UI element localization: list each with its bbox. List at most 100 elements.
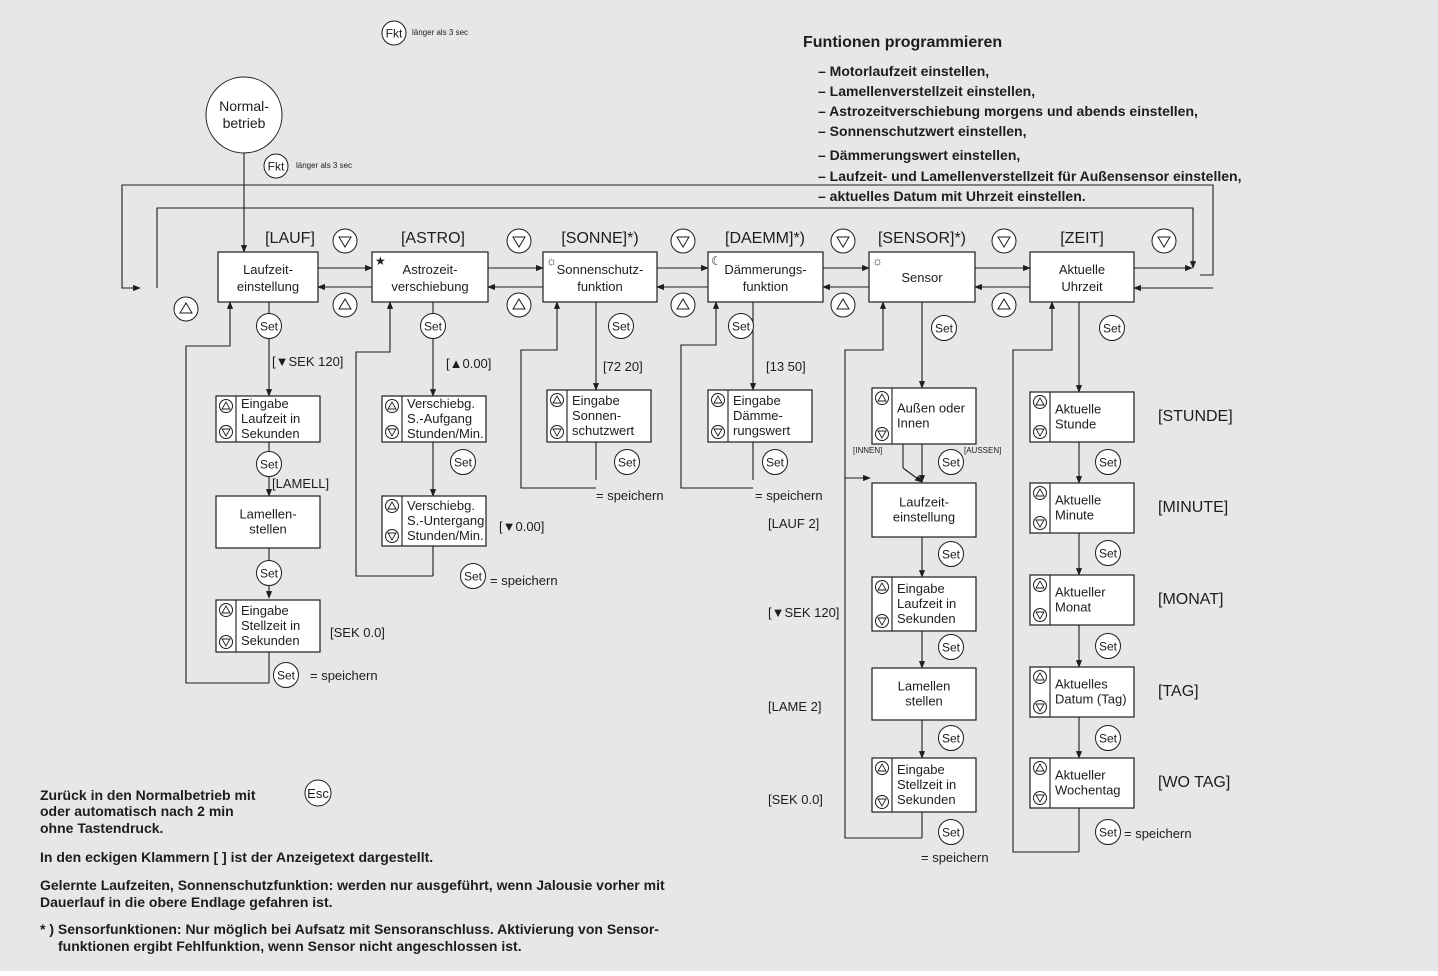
down-button-icon — [506, 228, 532, 254]
svg-text:Sekunden: Sekunden — [241, 633, 300, 648]
function-item: – Dämmerungswert einstellen, — [818, 147, 1020, 163]
svg-text:Set: Set — [260, 320, 279, 334]
notes: Zurück in den Normalbetrieb mit oder aut… — [40, 779, 665, 954]
svg-text:Set: Set — [935, 322, 954, 336]
lauf2-label: [LAUF 2] — [768, 516, 819, 531]
sensor-display-2: [▼SEK 120] — [768, 605, 839, 620]
svg-text:Aktuelles: Aktuelles — [1055, 677, 1108, 692]
svg-text:funktion: funktion — [743, 279, 789, 294]
svg-text:Set: Set — [260, 458, 279, 472]
note-back-2: oder automatisch nach 2 min — [40, 803, 234, 819]
set-button-icon: Set — [1095, 449, 1121, 475]
up-button-icon — [670, 292, 696, 318]
zeit-code: [WO TAG] — [1158, 774, 1230, 791]
note-learned-2: Dauerlauf in die obere Endlage gefahren … — [40, 894, 333, 910]
set-button-icon: Set — [1095, 540, 1121, 566]
main-row-arrows — [317, 264, 1213, 292]
svg-text:einstellung: einstellung — [893, 510, 955, 525]
down-button-icon — [830, 228, 856, 254]
down-button-icon — [670, 228, 696, 254]
svg-text:Aktueller: Aktueller — [1055, 585, 1106, 600]
svg-text:Laufzeit in: Laufzeit in — [241, 411, 300, 426]
set-button-icon: Set — [256, 560, 282, 586]
note-learned-1: Gelernte Laufzeiten, Sonnenschutzfunktio… — [40, 877, 665, 893]
lauf-column: [▼SEK 120] [LAMELL] [SEK 0.0] = speicher… — [185, 301, 385, 684]
save-label: = speichern — [310, 668, 378, 683]
svg-text:Innen: Innen — [897, 416, 930, 431]
svg-text:Dämme-: Dämme- — [733, 408, 783, 423]
menu-icon: ☾ — [711, 254, 722, 268]
fkt-top-note: länger als 3 sec — [412, 28, 468, 37]
svg-text:Lamellen-: Lamellen- — [239, 507, 296, 522]
loop-right-arrow — [156, 207, 1197, 288]
lamellen-box: Lamellen-stellen — [215, 495, 321, 549]
set-button-icon: Set — [460, 563, 486, 589]
svg-text:Set: Set — [732, 320, 751, 334]
svg-text:Set: Set — [942, 732, 961, 746]
svg-text:Stunden/Min.: Stunden/Min. — [407, 528, 484, 543]
svg-text:Eingabe: Eingabe — [897, 762, 945, 777]
sensor-display-3: [SEK 0.0] — [768, 792, 823, 807]
set-button-icon: Set — [256, 451, 282, 477]
svg-text:Set: Set — [424, 320, 443, 334]
up-button-icon — [173, 296, 199, 322]
svg-text:Set: Set — [612, 320, 631, 334]
sonne-column: [72 20] = speichern — [520, 301, 664, 503]
zeit-code: [TAG] — [1158, 683, 1199, 700]
svg-text:Datum (Tag): Datum (Tag) — [1055, 692, 1127, 707]
svg-text:Fkt: Fkt — [386, 27, 403, 41]
zeit-column: = speichern — [1012, 301, 1192, 853]
set-button-icon: Set — [420, 313, 446, 339]
svg-text:Set: Set — [942, 548, 961, 562]
menu-lauf: Laufzeit-einstellung — [217, 251, 319, 303]
svg-text:Sensor: Sensor — [901, 270, 943, 285]
sensor-lauf-box: Laufzeit-einstellung — [871, 482, 977, 538]
menu-code: [DAEMM]*) — [725, 230, 805, 247]
note-back-1: Zurück in den Normalbetrieb mit — [40, 787, 256, 803]
svg-text:S.-Untergang: S.-Untergang — [407, 513, 484, 528]
menu-code: [SENSOR]*) — [878, 230, 966, 247]
zeit-code: [MONAT] — [1158, 591, 1223, 608]
svg-text:Uhrzeit: Uhrzeit — [1061, 279, 1103, 294]
svg-text:Lamellen: Lamellen — [898, 679, 951, 694]
set-button-icon: Set — [938, 725, 964, 751]
svg-text:einstellung: einstellung — [237, 279, 299, 294]
svg-text:Set: Set — [1099, 456, 1118, 470]
svg-text:Eingabe: Eingabe — [241, 603, 289, 618]
down-button-icon — [332, 228, 358, 254]
lauf-display: [▼SEK 120] — [272, 354, 343, 369]
note-back-3: ohne Tastendruck. — [40, 820, 163, 836]
note-brackets: In den eckigen Klammern [ ] ist der Anze… — [40, 849, 433, 865]
page-title: Funtionen programmieren — [803, 34, 1002, 51]
svg-text:S.-Aufgang: S.-Aufgang — [407, 411, 472, 426]
sonne-display: [72 20] — [603, 359, 643, 374]
set-button-icon: Set — [450, 449, 476, 475]
svg-text:Esc: Esc — [307, 786, 329, 801]
lamell-display: [LAMELL] — [272, 476, 329, 491]
set-button-icon: Set — [762, 449, 788, 475]
svg-text:Normal-: Normal- — [219, 98, 269, 114]
aussen-label: [AUSSEN] — [964, 446, 1001, 455]
svg-text:stellen: stellen — [905, 694, 943, 709]
svg-text:Aktueller: Aktueller — [1055, 768, 1106, 783]
menu-code: [SONNE]*) — [561, 230, 638, 247]
svg-text:Laufzeit in: Laufzeit in — [897, 596, 956, 611]
menu-code: [LAUF] — [265, 230, 315, 247]
svg-text:Eingabe: Eingabe — [241, 396, 289, 411]
svg-text:Set: Set — [942, 456, 961, 470]
set-button-icon: Set — [938, 449, 964, 475]
svg-text:verschiebung: verschiebung — [391, 279, 468, 294]
menu-code: [ASTRO] — [401, 230, 465, 247]
fkt-top: Fkt länger als 3 sec — [381, 20, 468, 46]
svg-text:Sekunden: Sekunden — [897, 611, 956, 626]
save-label: = speichern — [921, 850, 989, 865]
set-button-icon: Set — [614, 449, 640, 475]
